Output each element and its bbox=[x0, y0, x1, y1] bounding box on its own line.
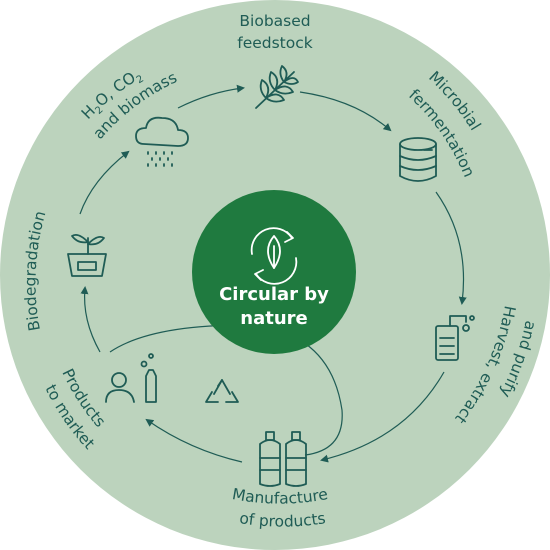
fermentation-tank-icon bbox=[399, 137, 437, 182]
stage-manufacture-line1: Manufacture bbox=[231, 485, 329, 508]
arrow-h2o-to-feedstock bbox=[177, 84, 245, 109]
center-title-line2: nature bbox=[240, 308, 307, 329]
arrow-feedstock-to-fermentation bbox=[299, 91, 392, 132]
recycle-icon bbox=[205, 379, 239, 403]
stage-feedstock-line2: feedstock bbox=[237, 34, 313, 52]
purify-container-icon bbox=[435, 315, 475, 361]
rain-cloud-icon bbox=[135, 116, 189, 167]
arrow-harvest-to-manufacture bbox=[320, 371, 445, 463]
arrow-manufacture-to-market bbox=[145, 418, 243, 463]
bottles-icon bbox=[259, 431, 307, 487]
consumer-products-icon bbox=[105, 353, 157, 403]
circular-leaf-icon bbox=[250, 227, 298, 285]
biodegradation-icon bbox=[67, 233, 107, 277]
arrow-fermentation-to-harvest bbox=[435, 191, 467, 305]
wheat-icon bbox=[255, 65, 299, 109]
center-circle bbox=[192, 190, 356, 354]
stage-feedstock-line1: Biobased bbox=[239, 12, 310, 30]
arrow-market-to-biodegradation bbox=[80, 286, 101, 353]
center-title-line1: Circular by bbox=[219, 284, 329, 305]
stage-manufacture-line2: of products bbox=[238, 509, 326, 530]
arrow-biodegradation-to-h2o bbox=[79, 150, 130, 215]
